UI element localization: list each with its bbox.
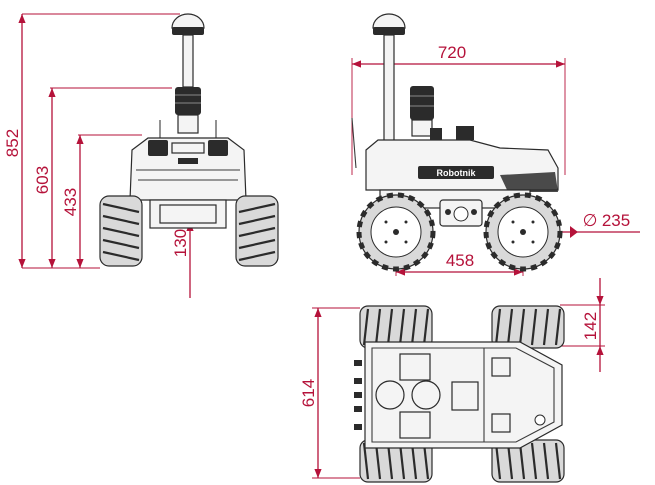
front-view: 852 603 433 130 (3, 13, 279, 298)
dim-mast-height: 603 (33, 166, 52, 194)
brand-label: Robotnik (437, 168, 477, 178)
robot-front-drawing (99, 13, 279, 267)
dim-body-height: 433 (61, 188, 80, 216)
dim-total-length: 720 (438, 43, 466, 62)
dim-total-height: 852 (3, 129, 22, 157)
top-view: 614 142 (299, 278, 605, 483)
side-view: 720 458 ∅ 235 R (351, 13, 640, 276)
dim-wheel-diameter: 235 (602, 211, 630, 230)
dim-ground-clearance: 130 (171, 229, 190, 257)
dim-wheel-width: 142 (581, 312, 600, 340)
dim-wheel-diameter-symbol: ∅ (583, 211, 598, 230)
dim-wheelbase: 458 (446, 251, 474, 270)
dim-width: 614 (299, 379, 318, 407)
robot-side-drawing: Robotnik (351, 13, 563, 272)
robot-top-drawing (354, 305, 565, 483)
